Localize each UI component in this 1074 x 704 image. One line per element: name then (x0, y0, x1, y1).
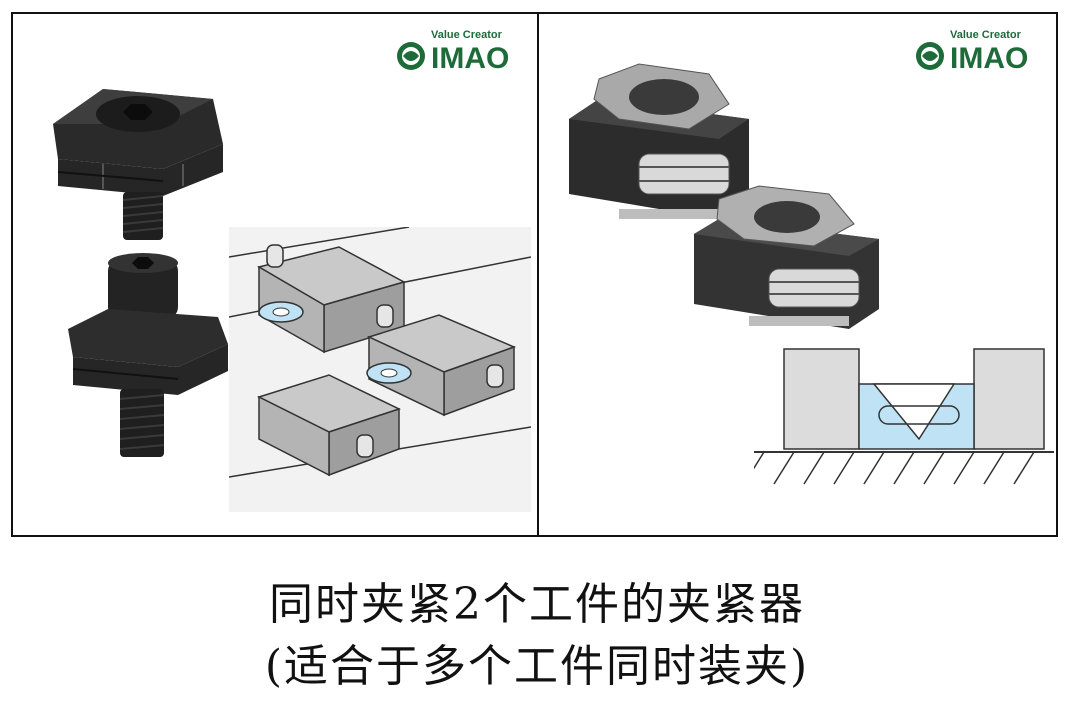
fixture-isometric-diagram (229, 227, 531, 512)
wedge-clamp-photo-2 (689, 184, 899, 334)
right-panel: Value Creator IMAO (539, 14, 1056, 535)
imao-logo-icon: Value Creator IMAO (397, 29, 509, 74)
logo-tagline: Value Creator (950, 29, 1022, 41)
clamp-cross-section-diagram (754, 344, 1054, 509)
wedge-clamp-photo-1 (559, 59, 769, 229)
workpiece-diagram-icon (229, 227, 531, 512)
logo-brand: IMAO (950, 42, 1028, 74)
caption-title: 同时夹紧2个工件的夹紧器 (269, 579, 805, 630)
caption-subtitle: (适合于多个工件同时装夹) (264, 641, 810, 692)
clamp-top-photo (43, 64, 233, 244)
imao-logo-icon: Value Creator IMAO (916, 29, 1028, 74)
logo-brand: IMAO (431, 42, 509, 74)
right-logo: Value Creator IMAO (910, 24, 1050, 74)
logo-tagline: Value Creator (431, 29, 503, 41)
clamp-bottom-photo (58, 249, 238, 459)
clamp-product-icon (569, 63, 749, 219)
panel-divider (537, 14, 539, 535)
product-frame: Value Creator IMAO (11, 12, 1058, 537)
clamp-product-icon (694, 185, 879, 329)
clamp-product-icon (53, 89, 223, 240)
left-panel: Value Creator IMAO (13, 14, 537, 535)
left-logo: Value Creator IMAO (391, 24, 531, 74)
clamp-product-icon (68, 253, 228, 457)
workpiece-diagram-icon (754, 348, 1054, 485)
